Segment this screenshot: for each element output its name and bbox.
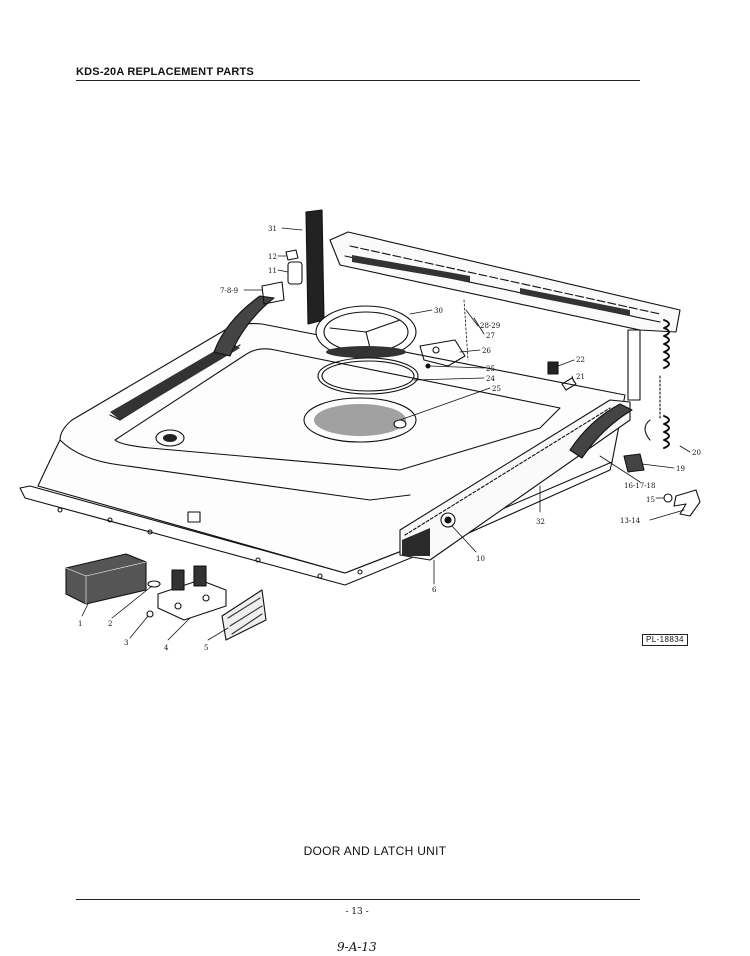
header-rule bbox=[76, 80, 640, 81]
callout-26: 26 bbox=[482, 347, 491, 355]
callout-30: 30 bbox=[434, 307, 443, 315]
footer-rule bbox=[76, 899, 640, 900]
callout-25-lower: 25 bbox=[492, 385, 501, 393]
part-3 bbox=[146, 610, 154, 618]
callout-24: 24 bbox=[486, 375, 495, 383]
callout-6: 6 bbox=[432, 586, 437, 594]
callout-11: 11 bbox=[268, 267, 277, 275]
diagram-caption: DOOR AND LATCH UNIT bbox=[303, 844, 447, 858]
callout-25-upper: 25 bbox=[486, 365, 495, 373]
callout-5: 5 bbox=[204, 644, 208, 652]
part-12-clip bbox=[285, 249, 299, 261]
part-26 bbox=[419, 339, 466, 367]
callout-1: 1 bbox=[78, 620, 82, 628]
part-1 bbox=[65, 553, 147, 605]
callout-20: 20 bbox=[692, 449, 701, 457]
part-24-gasket bbox=[317, 357, 419, 395]
callout-12: 12 bbox=[268, 253, 277, 261]
handle-slot bbox=[187, 511, 201, 523]
part-20-spring-bottom bbox=[663, 415, 670, 449]
rinse-fitting bbox=[155, 429, 185, 447]
part-21 bbox=[561, 377, 577, 391]
dispenser-recess bbox=[303, 397, 417, 443]
callout-28-29: 28-29 bbox=[480, 322, 500, 330]
callout-27: 27 bbox=[486, 332, 495, 340]
part-5-plate bbox=[221, 589, 267, 641]
latch-knob bbox=[440, 512, 456, 528]
callout-19: 19 bbox=[676, 465, 685, 473]
page-number: - 13 - bbox=[345, 907, 369, 917]
callout-21: 21 bbox=[576, 373, 585, 381]
callout-4: 4 bbox=[164, 644, 169, 652]
part-2 bbox=[147, 580, 161, 588]
left-hinge-arm bbox=[213, 295, 275, 357]
callout-13-14: 13-14 bbox=[620, 517, 641, 525]
callout-31: 31 bbox=[268, 225, 277, 233]
right-support bbox=[627, 329, 641, 401]
callout-15: 15 bbox=[646, 496, 655, 504]
inner-liner bbox=[114, 348, 561, 471]
part-31-bracket bbox=[305, 209, 325, 325]
callout-3: 3 bbox=[124, 639, 128, 647]
page-header-title: KDS-20A REPLACEMENT PARTS bbox=[76, 66, 254, 78]
callout-32: 32 bbox=[536, 518, 545, 526]
part-4-switch bbox=[157, 579, 227, 621]
plate-number: PL-18834 bbox=[642, 634, 688, 646]
callout-2: 2 bbox=[108, 620, 112, 628]
callout-7-8-9: 7-8-9 bbox=[220, 287, 238, 295]
callout-22: 22 bbox=[576, 356, 585, 364]
part-13-14-latch bbox=[673, 489, 701, 517]
callout-16-17-18: 16-17-18 bbox=[624, 482, 655, 490]
callout-10: 10 bbox=[476, 555, 485, 563]
part-7-8-9 bbox=[261, 281, 285, 305]
part-19 bbox=[623, 453, 645, 473]
right-hinge-arm bbox=[569, 403, 633, 459]
part-22 bbox=[547, 361, 559, 375]
part-20-spring-top bbox=[663, 319, 670, 369]
part-15-screw bbox=[663, 493, 673, 503]
part-11 bbox=[287, 261, 303, 285]
handwritten-note: 9-A-13 bbox=[337, 940, 377, 954]
latch-rail bbox=[399, 399, 631, 561]
left-edge-shadow bbox=[110, 342, 240, 420]
